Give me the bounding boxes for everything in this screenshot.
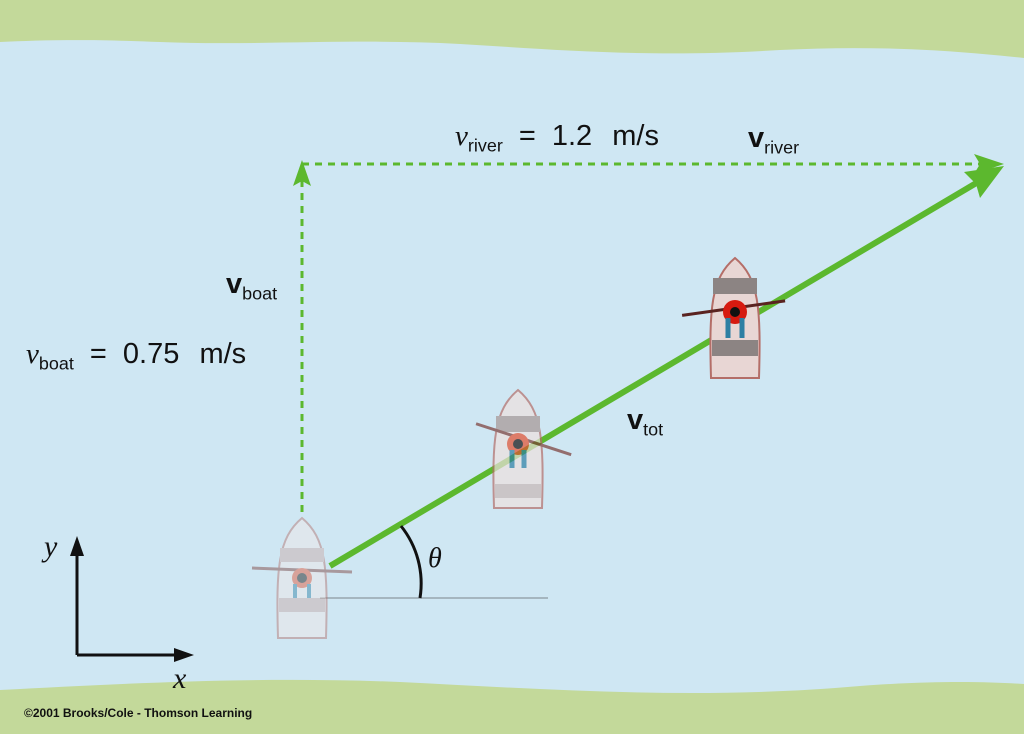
boat-end: [681, 256, 786, 379]
boat-start: [251, 516, 353, 639]
v-boat-subscript: boat: [38, 353, 74, 374]
x-symbol: x: [173, 662, 187, 695]
v-river-vector-subscript: river: [764, 137, 800, 158]
v-tot-vector-label: vtot: [627, 404, 664, 440]
angle-arc: [399, 525, 423, 599]
v-river-value: 1.2: [551, 120, 593, 152]
v-boat-value: 0.75: [122, 338, 180, 370]
boat-middle: [475, 388, 572, 509]
v-tot-vector-subscript: tot: [643, 419, 664, 440]
v-boat-symbol: v: [26, 338, 39, 370]
equals-sign: =: [89, 338, 107, 370]
v-tot-vector-symbol: v: [627, 404, 644, 436]
v-tot-arrow: [328, 179, 980, 569]
v-boat-unit: m/s: [199, 338, 247, 370]
v-tot-arrowhead: [964, 166, 1004, 198]
v-river-equation: vriver = 1.2 m/s: [455, 120, 659, 156]
v-boat-equation: vboat = 0.75 m/s: [26, 338, 247, 374]
v-river-vector-symbol: v: [748, 122, 765, 154]
y-axis-arrowhead: [70, 536, 84, 556]
y-axis-label: y: [44, 532, 57, 562]
top-riverbank: [0, 0, 1024, 58]
equals-sign: =: [518, 120, 536, 152]
x-axis-label: x: [173, 664, 186, 694]
copyright-credit: ©2001 Brooks/Cole - Thomson Learning: [24, 706, 253, 720]
theta-symbol: θ: [428, 543, 442, 574]
v-boat-vector-symbol: v: [226, 268, 243, 300]
v-river-symbol: v: [455, 120, 468, 152]
v-boat-vector-label: vboat: [226, 268, 278, 304]
v-boat-vector-subscript: boat: [242, 283, 278, 304]
angle-label: θ: [428, 544, 442, 573]
bottom-riverbank: [0, 679, 1024, 734]
v-boat-arrowhead: [293, 160, 311, 186]
y-symbol: y: [44, 530, 58, 563]
v-river-vector-label: vriver: [748, 122, 800, 158]
v-river-unit: m/s: [612, 120, 659, 152]
v-river-arrowhead: [974, 154, 1004, 174]
x-axis-arrowhead: [174, 648, 194, 662]
v-river-subscript: river: [467, 135, 503, 156]
